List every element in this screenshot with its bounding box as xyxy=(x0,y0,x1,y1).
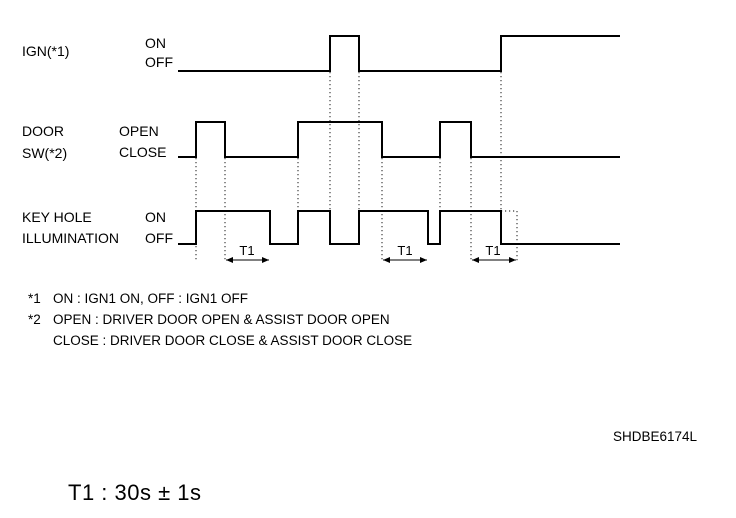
door-switch-label-line2: SW(*2) xyxy=(22,145,67,161)
door-switch-waveform xyxy=(178,121,620,158)
timer-label: T1 xyxy=(397,243,412,258)
figure-code: SHDBE6174L xyxy=(613,429,698,444)
ign-off-state-label: OFF xyxy=(145,54,173,70)
timer-dimension-1 xyxy=(226,257,269,263)
door-open-state-label: OPEN xyxy=(119,123,159,139)
footnote-text-2: OPEN : DRIVER DOOR OPEN & ASSIST DOOR OP… xyxy=(53,312,390,327)
footnote-marker-2: *2 xyxy=(28,312,41,327)
footnote-text-3: CLOSE : DRIVER DOOR CLOSE & ASSIST DOOR … xyxy=(53,333,412,348)
footnote-text-1: ON : IGN1 ON, OFF : IGN1 OFF xyxy=(53,291,248,306)
keyhole-illumination-waveform xyxy=(178,210,620,245)
timer-dimension-3 xyxy=(472,257,516,263)
timer-label: T1 xyxy=(239,243,254,258)
keyhole-illumination-label-line1: KEY HOLE xyxy=(22,209,92,225)
ign-signal-label: IGN(*1) xyxy=(22,43,69,59)
timer-spec: T1 : 30s ± 1s xyxy=(68,480,202,505)
door-switch-label-line1: DOOR xyxy=(22,123,64,139)
footnote-marker-1: *1 xyxy=(28,291,41,306)
door-close-state-label: CLOSE xyxy=(119,144,166,160)
timer-dimension-2 xyxy=(383,257,427,263)
ign-waveform xyxy=(178,35,620,72)
timer-label: T1 xyxy=(485,243,500,258)
illumination-off-state-label: OFF xyxy=(145,230,173,246)
illumination-on-state-label: ON xyxy=(145,209,166,225)
keyhole-illumination-label-line2: ILLUMINATION xyxy=(22,230,119,246)
ign-on-state-label: ON xyxy=(145,35,166,51)
alignment-guides xyxy=(195,72,518,262)
